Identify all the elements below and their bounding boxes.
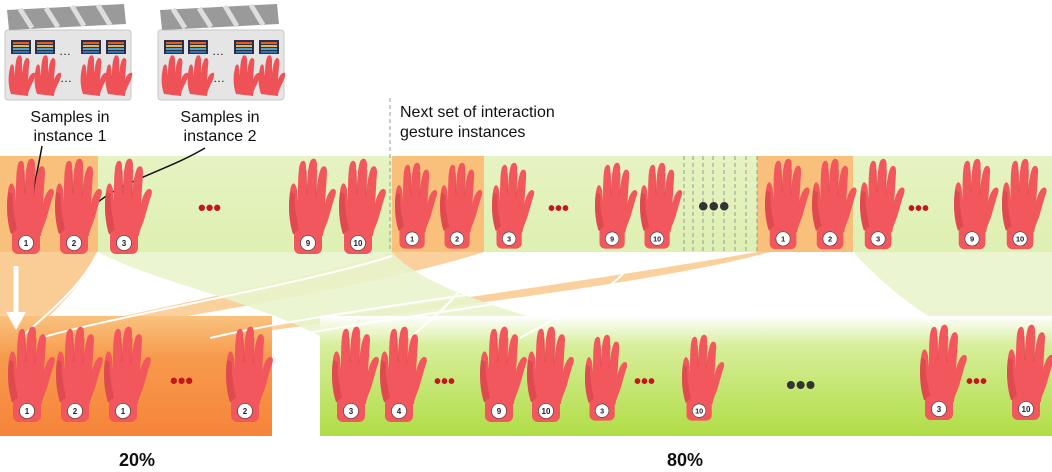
top-hand-b-2: 2 [439,162,483,250]
top-hand-c-1: 1 [764,158,811,250]
funnel-green-c [853,252,1052,336]
bottom-hand-20-4: 2 [225,326,274,423]
connector-line [39,255,393,339]
bottom-hand-80-5: 3 [584,334,628,422]
funnel-orange-left [0,252,98,336]
connector-line [209,257,701,339]
bottom-hand-20-3: 1 [103,326,152,423]
svg-text:9: 9 [306,239,311,248]
svg-text:…: … [213,71,225,85]
next-set-label: Next set of interaction [400,104,555,121]
bottom-hand-80-8: 10 [1006,324,1052,421]
ellipsis-red: ••• [548,198,569,220]
samples-instance-2-label: Samples in [180,109,259,126]
svg-text:…: … [212,44,224,58]
svg-text:…: … [60,71,72,85]
ellipsis-red: ••• [198,195,221,220]
top-hand-c-9: 9 [953,158,1000,250]
bottom-hand-80-6: 10 [681,334,725,422]
svg-text:3: 3 [507,234,511,243]
top-hand-b-9: 9 [594,162,638,250]
svg-text:9: 9 [497,407,502,416]
svg-text:1: 1 [24,239,29,248]
ellipsis-red: ••• [170,368,193,393]
samples-instance-1-label-2: instance 1 [34,128,107,145]
bottom-hand-80-3: 9 [479,326,528,423]
top-hand-c-10: 10 [1001,158,1048,250]
svg-text:10: 10 [1016,235,1024,244]
svg-text:…: … [59,44,71,58]
svg-text:10: 10 [653,234,661,243]
top-hand-a-1: 1 [6,158,55,255]
funnel-green-a [98,252,600,336]
ellipsis-dark: ••• [786,369,815,400]
top-hand-b-3: 3 [491,162,535,250]
samples-instance-2-label-2: instance 2 [184,128,257,145]
split-20-label: 20% [119,450,155,470]
next-set-label-2: gesture instances [400,124,525,141]
samples-instance-1-label: Samples in [30,109,109,126]
top-hand-b-10: 10 [639,162,683,250]
svg-text:10: 10 [354,239,363,248]
connector-line [519,251,641,339]
svg-text:10: 10 [695,406,703,415]
top-hand-c-2: 2 [811,158,858,250]
svg-text:1: 1 [781,235,786,244]
svg-text:3: 3 [600,406,604,415]
ellipsis-red: ••• [966,371,987,393]
top-hand-c-3: 3 [859,158,906,250]
bottom-hand-80-4: 10 [526,326,575,423]
bottom-hand-80-2: 4 [379,326,428,423]
top-hand-a-2: 2 [54,158,103,255]
svg-text:9: 9 [610,234,614,243]
connector-line [409,251,485,339]
svg-text:3: 3 [876,235,880,244]
bottom-hand-20-2: 2 [55,326,104,423]
svg-text:3: 3 [349,407,354,416]
connector-line [279,257,761,339]
bottom-hand-80-7: 3 [919,324,968,421]
down-arrow-head [6,312,26,330]
svg-text:3: 3 [122,239,127,248]
bottom-hand-20-1: 1 [7,326,56,423]
top-hand-a-10: 10 [338,158,387,255]
svg-text:2: 2 [72,239,77,248]
clapperboard-icon-2: … … [157,3,286,101]
ellipsis-dark: ••• [698,190,730,223]
svg-text:2: 2 [828,235,832,244]
svg-text:2: 2 [243,407,248,416]
top-hand-a-3: 3 [104,158,153,255]
ellipsis-red: ••• [434,371,455,393]
clapperboard-icon-1: … … [4,3,133,101]
svg-text:2: 2 [73,407,78,416]
ellipsis-red: ••• [908,198,929,220]
svg-text:3: 3 [937,405,942,414]
svg-text:4: 4 [397,407,402,416]
ellipsis-red: ••• [634,371,655,393]
bottom-hand-80-1: 3 [331,326,380,423]
svg-text:9: 9 [970,235,974,244]
svg-text:1: 1 [121,407,126,416]
svg-text:10: 10 [1022,405,1031,414]
top-hand-a-9: 9 [288,158,337,255]
connector-line [17,251,99,341]
svg-text:1: 1 [25,407,30,416]
top-hand-b-1: 1 [394,162,438,250]
svg-text:1: 1 [410,234,414,243]
svg-text:10: 10 [542,407,551,416]
split-80-label: 80% [667,450,703,470]
svg-text:2: 2 [455,234,459,243]
